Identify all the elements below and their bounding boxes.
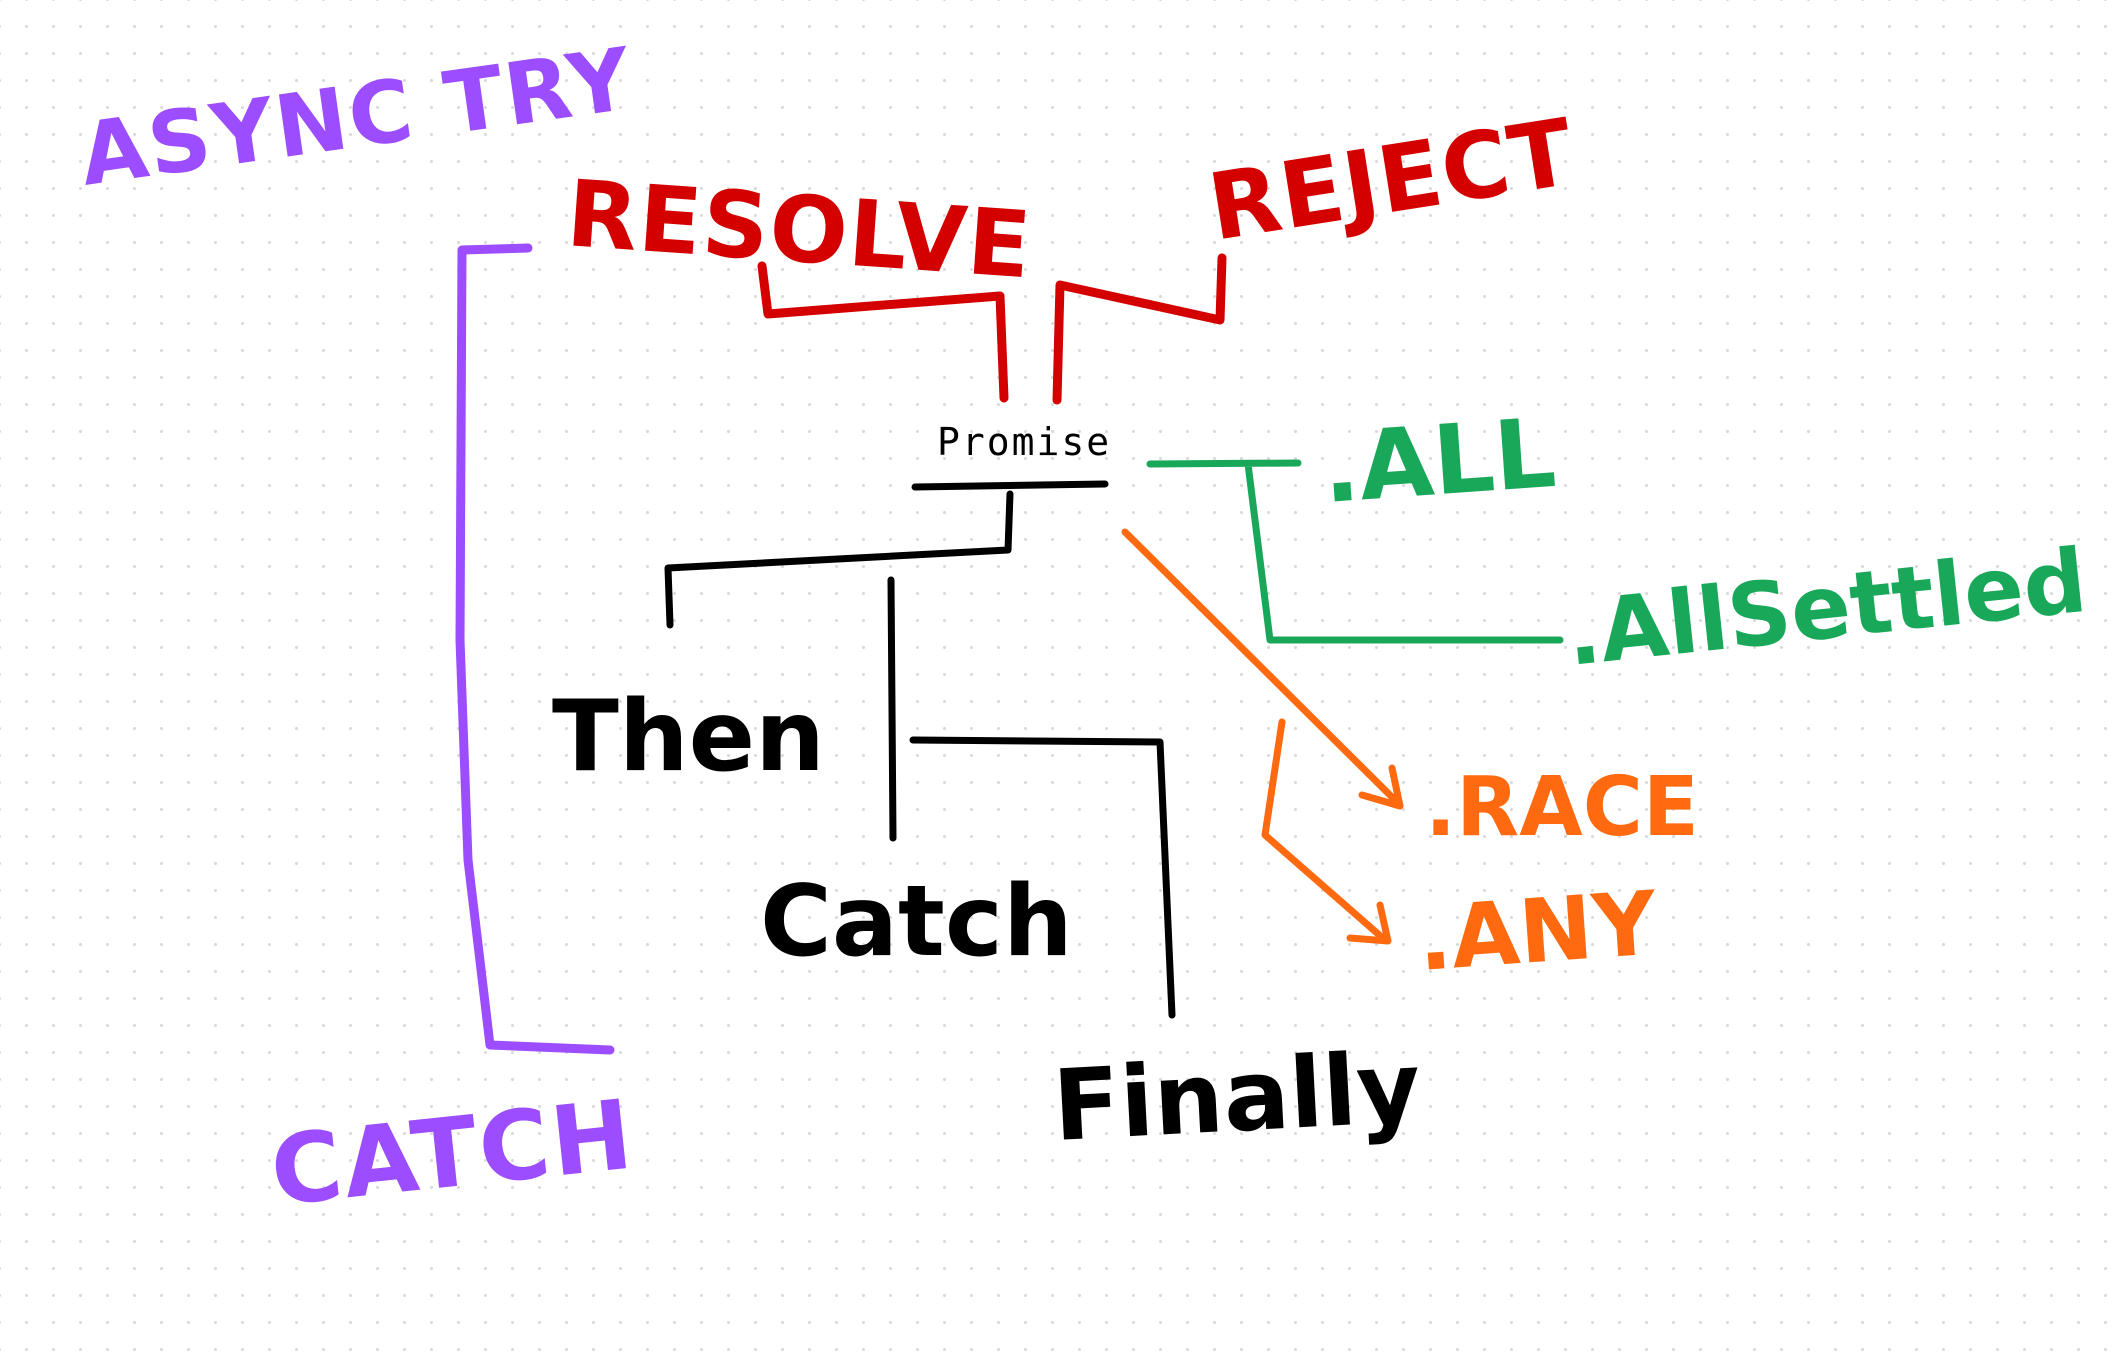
catch-upper-label: CATCH bbox=[266, 1078, 639, 1227]
async-try-label: ASYNC TRY bbox=[74, 29, 639, 205]
all-label: .ALL bbox=[1319, 397, 1559, 525]
any-arrow bbox=[1261, 718, 1392, 945]
resolve-label: RESOLVE bbox=[563, 160, 1035, 299]
try-catch-bracket bbox=[455, 243, 615, 1055]
promise-underline bbox=[911, 480, 1109, 491]
finally-branch-line bbox=[909, 736, 1176, 1019]
race-label: .RACE bbox=[1425, 760, 1699, 855]
finally-label: Finally bbox=[1050, 1031, 1423, 1164]
all-settled-label: .AllSettled bbox=[1561, 529, 2091, 686]
all-connector bbox=[1146, 459, 1564, 644]
resolve-connector bbox=[757, 261, 1009, 403]
reject-connector bbox=[1052, 253, 1227, 405]
race-arrow bbox=[1121, 528, 1404, 810]
catch-label: Catch bbox=[760, 865, 1073, 979]
catch-branch-line bbox=[887, 576, 897, 842]
promise-to-then-connector bbox=[664, 490, 1014, 629]
then-label: Then bbox=[552, 680, 825, 794]
promise-label: Promise bbox=[937, 420, 1111, 464]
any-label: .ANY bbox=[1414, 871, 1661, 991]
reject-label: REJECT bbox=[1202, 99, 1581, 262]
